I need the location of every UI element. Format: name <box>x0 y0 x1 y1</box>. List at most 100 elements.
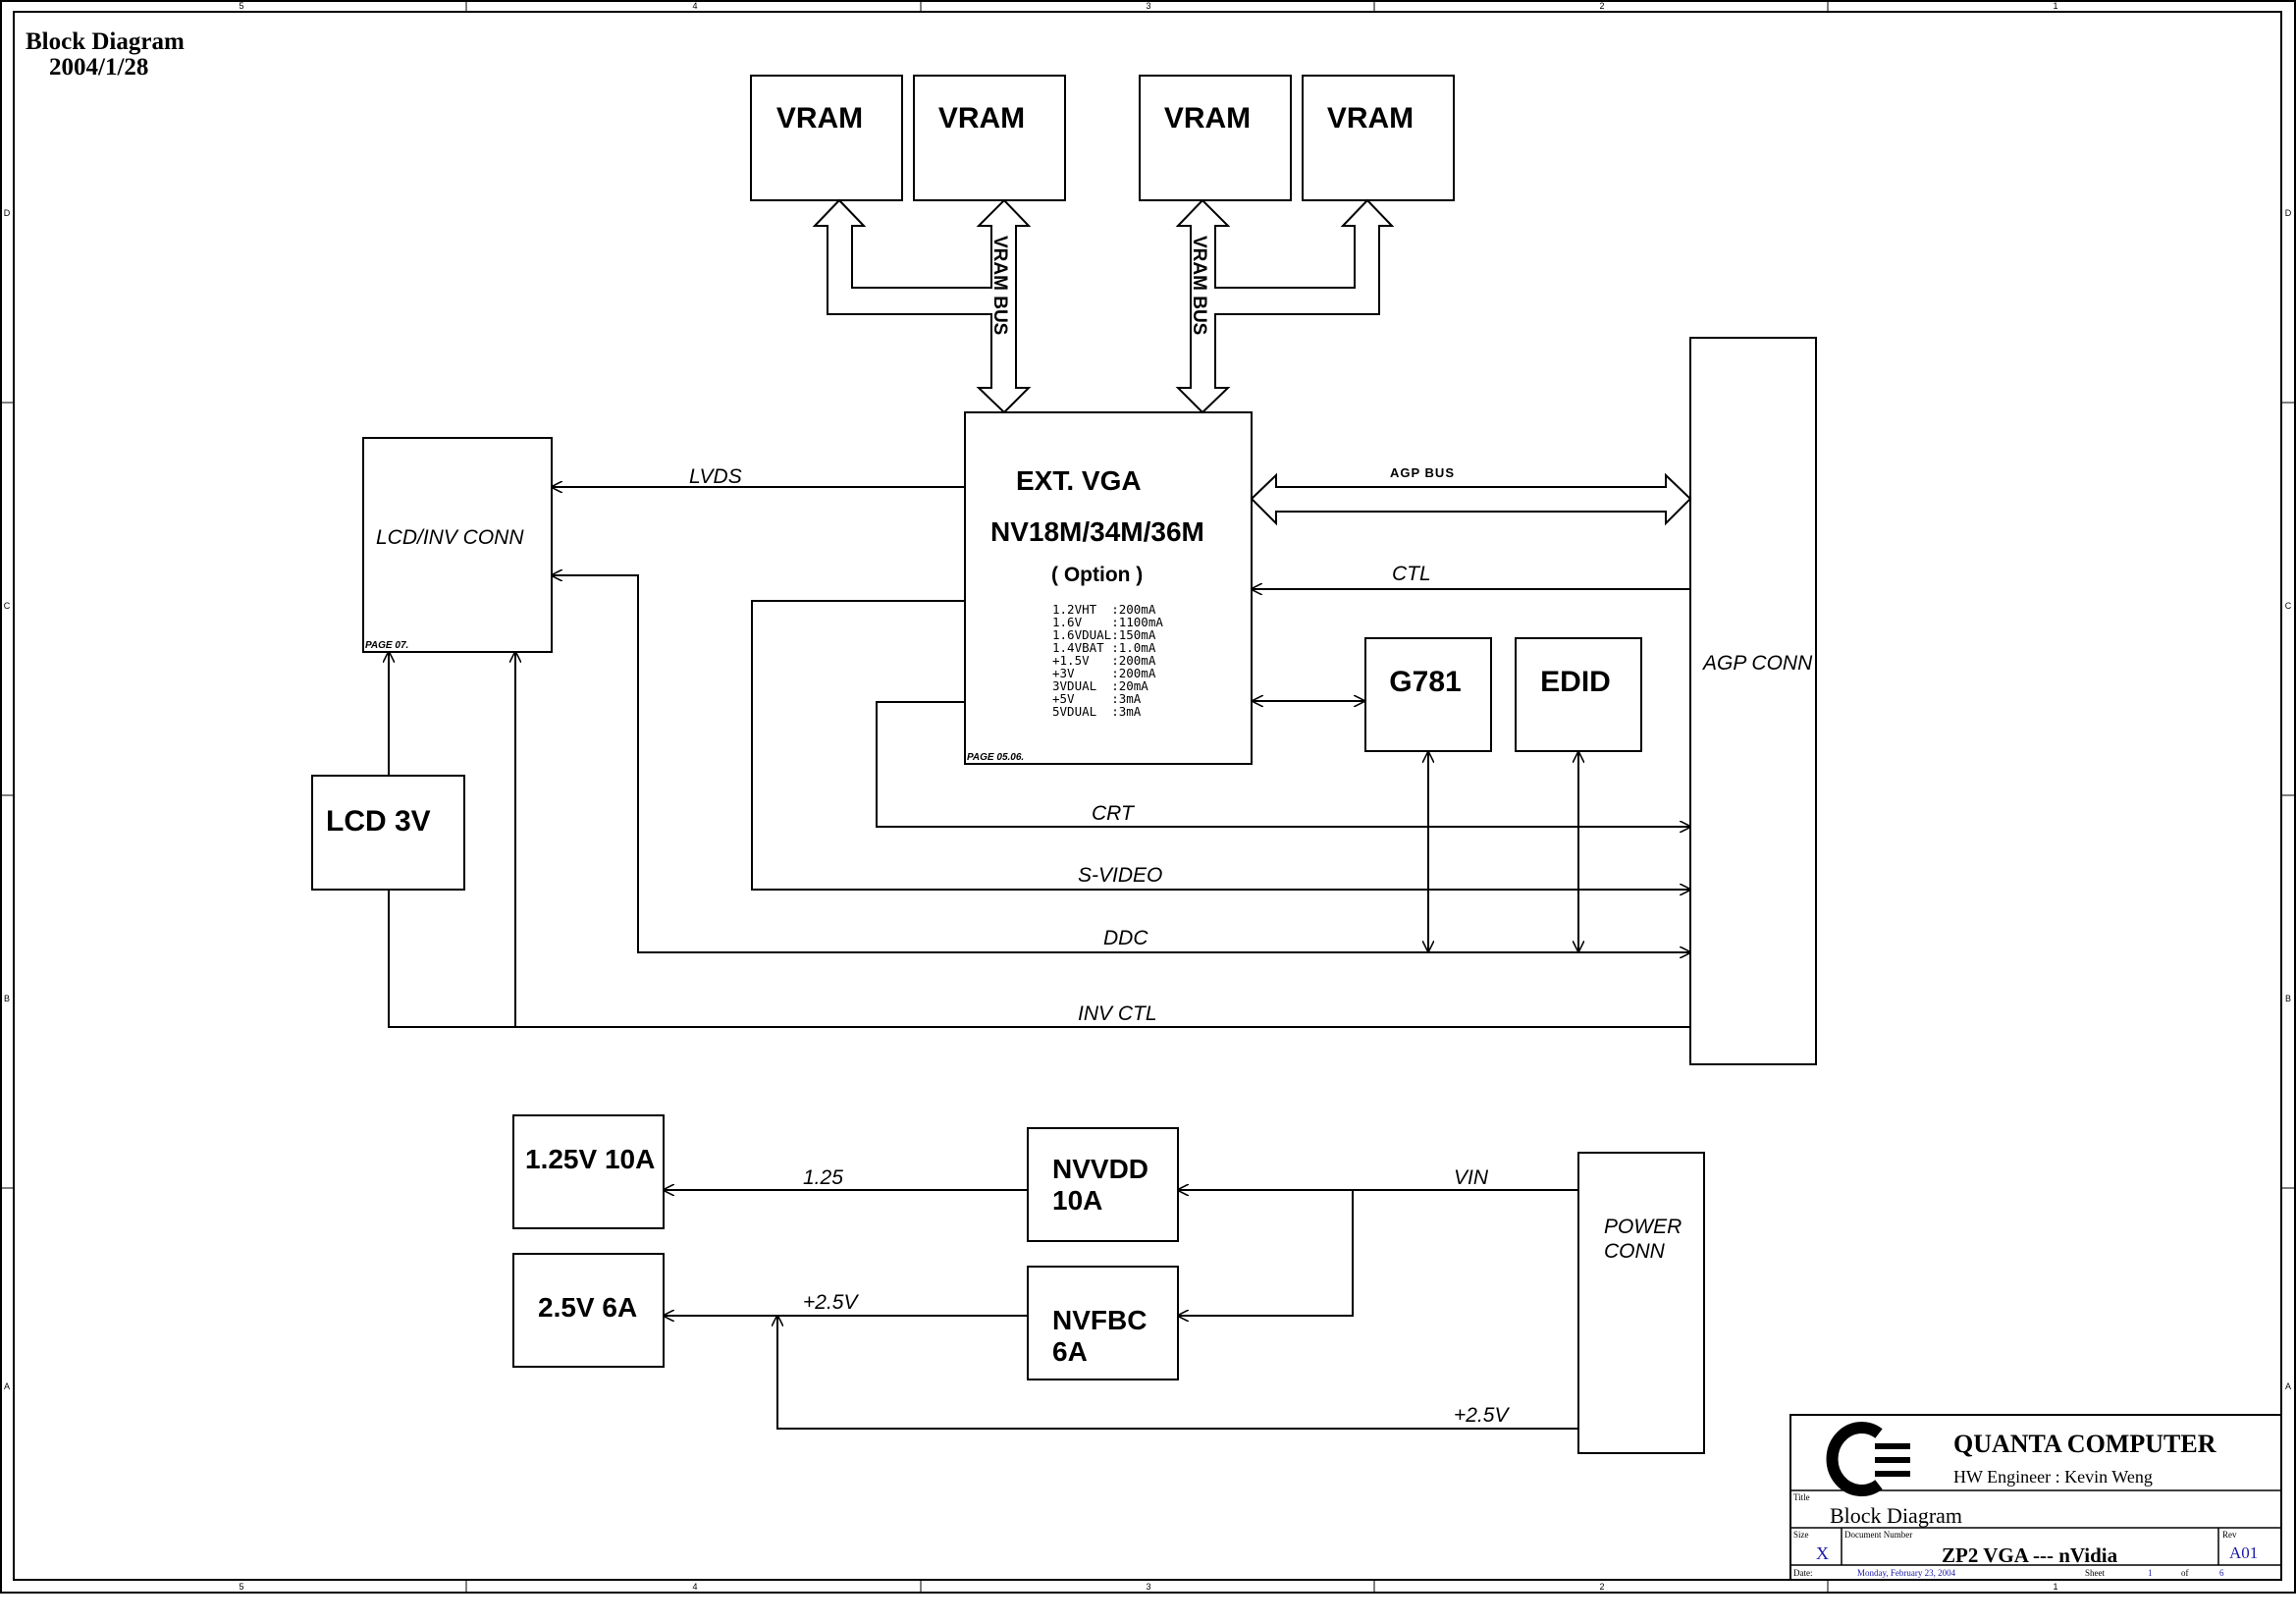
v125-block <box>512 1114 665 1229</box>
gpu-model: NV18M/34M/36M <box>990 516 1204 547</box>
zone-col-label: 2 <box>1599 1582 1604 1592</box>
diagram-date: 2004/1/28 <box>49 54 148 81</box>
lcd-page-ref: PAGE 07. <box>365 640 408 651</box>
zone-row-label: B <box>2285 994 2291 1003</box>
vram-label: VRAM <box>776 102 863 135</box>
date-field-value: Monday, February 23, 2004 <box>1857 1568 1956 1578</box>
rail-25-label: +2.5V <box>803 1291 859 1314</box>
rail-125-label: 1.25 <box>803 1166 843 1189</box>
vin-label: VIN <box>1454 1166 1489 1189</box>
vram-label: VRAM <box>1327 102 1414 135</box>
zone-col-label: 4 <box>692 1582 697 1592</box>
nvfbc-label: NVFBC <box>1052 1305 1147 1335</box>
gpu-page-ref: PAGE 05.06. <box>967 752 1024 763</box>
hw-engineer: HW Engineer : Kevin Weng <box>1953 1467 2153 1487</box>
gpu-power-item: 5VDUAL :3mA <box>1052 704 1142 719</box>
lvds-label: LVDS <box>689 465 742 488</box>
quanta-logo-icon <box>1826 1422 1910 1496</box>
zone-col-label: 3 <box>1146 1 1150 11</box>
agp-bus-label: AGP BUS <box>1390 465 1455 480</box>
of-field-label: of <box>2181 1568 2189 1578</box>
sheet-field-value: 1 <box>2148 1568 2153 1578</box>
gpu-power-list: 1.2VHT :200mA 1.6V :1100mA 1.6VDUAL:150m… <box>1052 602 1163 719</box>
zone-labels: 5 4 3 2 1 5 4 3 2 1 D C B A D C B A <box>4 1 2292 1592</box>
zone-col-label: 4 <box>692 1 697 11</box>
nvfbc-current: 6A <box>1052 1336 1088 1367</box>
size-field-value: X <box>1816 1543 1829 1563</box>
gpu-power-item: +5V :3mA <box>1052 691 1142 706</box>
vram-bus-label: VRAM BUS <box>1189 236 1209 335</box>
crt-label: CRT <box>1092 802 1136 825</box>
vram-block <box>1139 75 1292 201</box>
agp-conn-block <box>1689 337 1817 1065</box>
sheet-field-label: Sheet <box>2085 1568 2105 1578</box>
vram-label: VRAM <box>938 102 1025 135</box>
zone-col-label: 2 <box>1599 1 1604 11</box>
vram-bus-right <box>1175 198 1395 414</box>
title-field-value: Block Diagram <box>1830 1503 1962 1528</box>
zone-row-label: C <box>2285 601 2292 611</box>
vram-bus-left <box>812 198 1032 414</box>
inv-ctl-line <box>388 890 1690 1028</box>
vram-block <box>1302 75 1455 201</box>
lcd-inv-conn-block <box>362 437 553 653</box>
docnum-field-label: Document Number <box>1844 1530 1912 1540</box>
vin-nvfbc-line <box>1178 1190 1354 1316</box>
nvvdd-label: NVVDD <box>1052 1154 1148 1184</box>
vram-label: VRAM <box>1164 102 1251 135</box>
agp-bus-arrow <box>1250 472 1692 526</box>
ddc-line <box>552 575 1690 953</box>
v25-label: 2.5V 6A <box>538 1292 637 1323</box>
of-field-value: 6 <box>2219 1568 2224 1578</box>
date-field-label: Date: <box>1793 1568 1813 1578</box>
title-field-label: Title <box>1793 1492 1810 1502</box>
zone-row-label: C <box>4 601 11 611</box>
g781-label: G781 <box>1389 666 1461 698</box>
inv-ctl-label: INV CTL <box>1078 1002 1157 1025</box>
zone-col-label: 1 <box>2053 1 2057 11</box>
nvvdd-block <box>1027 1127 1179 1242</box>
company-name: QUANTA COMPUTER <box>1953 1430 2216 1458</box>
rev-field-label: Rev <box>2222 1530 2237 1540</box>
power-conn-block <box>1577 1152 1705 1454</box>
power-conn-label: POWER <box>1604 1216 1682 1238</box>
gpu-power-item: +1.5V :200mA <box>1052 653 1156 668</box>
gpu-power-item: 1.6VDUAL:150mA <box>1052 627 1156 642</box>
rail-25-feed-line <box>777 1316 1578 1430</box>
svideo-label: S-VIDEO <box>1078 864 1162 887</box>
zone-col-label: 3 <box>1146 1582 1150 1592</box>
size-field-label: Size <box>1793 1530 1809 1540</box>
v125-label: 1.25V 10A <box>525 1144 655 1174</box>
diagram-title: Block Diagram <box>26 28 185 55</box>
docnum-field-value: ZP2 VGA --- nVidia <box>1942 1543 2118 1567</box>
svideo-line <box>751 600 1690 890</box>
zone-col-label: 5 <box>239 1582 243 1592</box>
zone-row-label: B <box>4 994 10 1003</box>
ddc-label: DDC <box>1103 927 1148 949</box>
rail-25-feed-label: +2.5V <box>1454 1404 1510 1427</box>
agp-conn-label: AGP CONN <box>1701 652 1813 675</box>
crt-line <box>876 701 1690 827</box>
gpu-power-item: 1.4VBAT :1.0mA <box>1052 640 1156 655</box>
zone-col-label: 5 <box>239 1 243 11</box>
gpu-name: EXT. VGA <box>1016 465 1142 496</box>
ctl-label: CTL <box>1392 563 1431 585</box>
edid-label: EDID <box>1540 666 1611 698</box>
zone-row-label: A <box>2285 1381 2291 1391</box>
power-conn-label: CONN <box>1604 1240 1666 1263</box>
gpu-power-item: +3V :200mA <box>1052 666 1156 680</box>
gpu-power-item: 1.2VHT :200mA <box>1052 602 1156 617</box>
gpu-power-item: 1.6V :1100mA <box>1052 615 1163 629</box>
zone-row-label: D <box>4 208 11 218</box>
vram-block <box>913 75 1066 201</box>
zone-row-label: D <box>2285 208 2292 218</box>
gpu-power-item: 3VDUAL :20mA <box>1052 678 1148 693</box>
vram-block <box>750 75 903 201</box>
nvfbc-block <box>1027 1266 1179 1380</box>
lcd-3v-label: LCD 3V <box>326 805 431 838</box>
zone-col-label: 1 <box>2053 1582 2057 1592</box>
nvvdd-current: 10A <box>1052 1185 1102 1216</box>
rev-field-value: A01 <box>2229 1543 2258 1562</box>
